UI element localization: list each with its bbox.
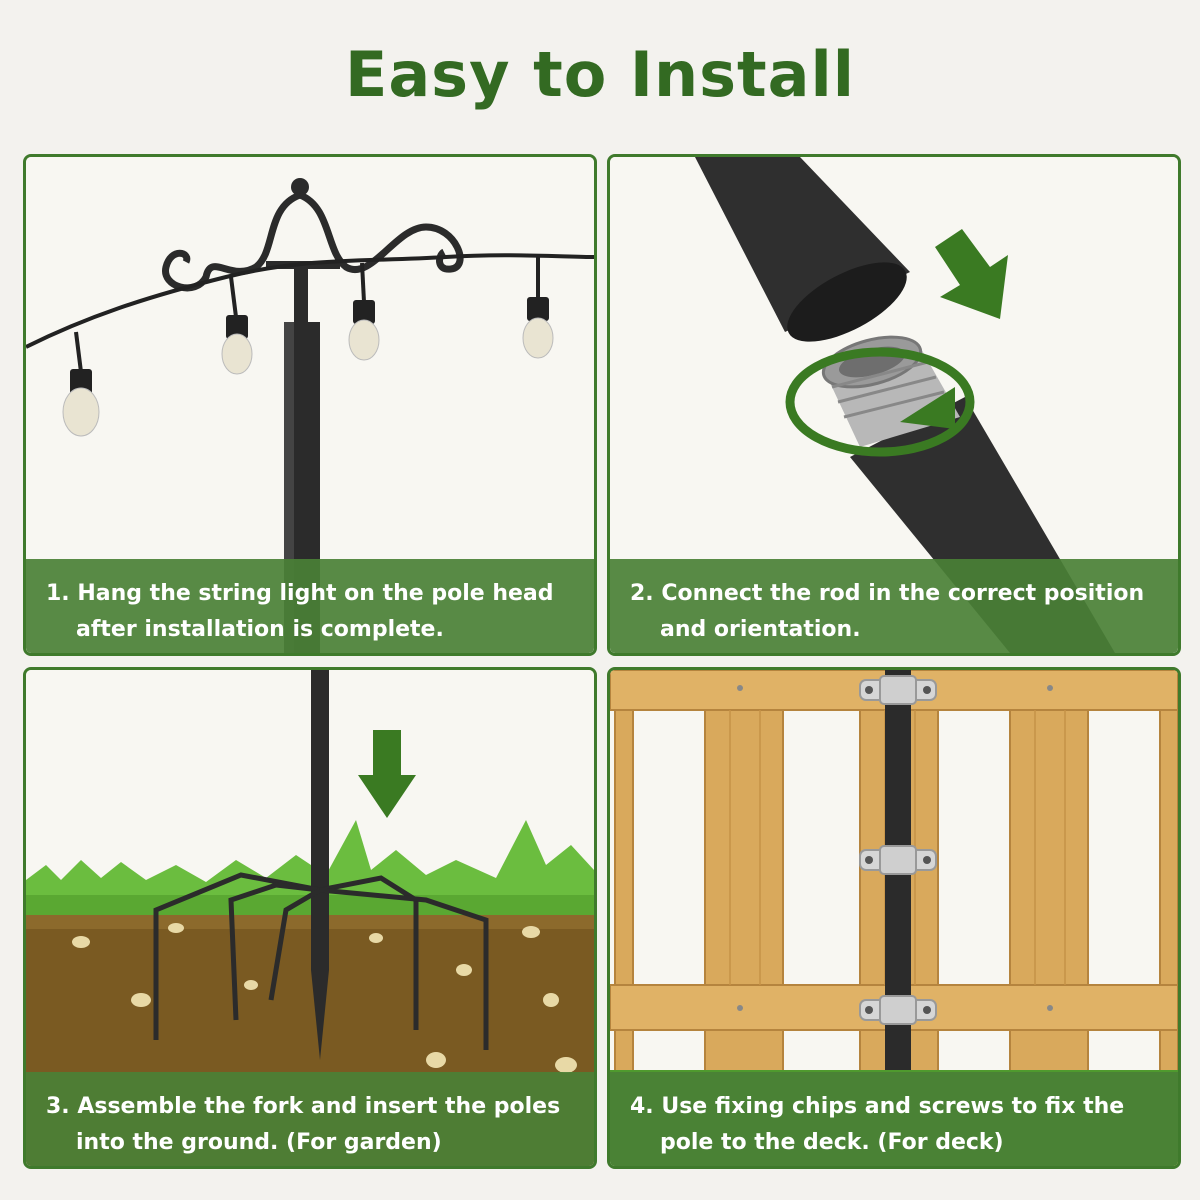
step-3-caption: 3. Assemble the fork and insert the pole… xyxy=(26,1072,594,1166)
step-number: 1. xyxy=(46,581,70,606)
light-bulb xyxy=(348,262,380,361)
step-2-panel: 2. Connect the rod in the correct positi… xyxy=(607,154,1181,656)
down-arrow-icon xyxy=(935,229,1008,319)
step-1-panel: 1. Hang the string light on the pole hea… xyxy=(23,154,597,656)
page-title: Easy to Install xyxy=(344,38,855,111)
light-bulb xyxy=(522,257,554,359)
step-text-line2: and orientation. xyxy=(660,617,861,642)
rotate-arrow-icon xyxy=(785,347,975,457)
step-2-caption: 2. Connect the rod in the correct positi… xyxy=(610,559,1178,653)
step-4-panel: 4. Use fixing chips and screws to fix th… xyxy=(607,667,1181,1169)
light-bulb xyxy=(221,276,253,375)
step-text-line1: Connect the rod in the correct position xyxy=(661,581,1145,606)
step-number: 4. xyxy=(630,1094,654,1119)
step-text-line1: Hang the string light on the pole head xyxy=(77,581,554,606)
fixing-clip xyxy=(859,675,937,705)
light-bulb xyxy=(62,331,100,437)
fixing-clip xyxy=(859,995,937,1025)
step-1-caption: 1. Hang the string light on the pole hea… xyxy=(26,559,594,653)
step-3-panel: 3. Assemble the fork and insert the pole… xyxy=(23,667,597,1169)
step-4-caption: 4. Use fixing chips and screws to fix th… xyxy=(610,1072,1178,1166)
step-text-line2: pole to the deck. (For deck) xyxy=(660,1130,1004,1155)
step-text-line2: after installation is complete. xyxy=(76,617,444,642)
step-number: 2. xyxy=(630,581,654,606)
down-arrow-icon xyxy=(358,730,416,818)
step-text-line1: Assemble the fork and insert the poles xyxy=(77,1094,561,1119)
fixing-clip xyxy=(859,845,937,875)
step-text-line1: Use fixing chips and screws to fix the xyxy=(661,1094,1125,1119)
step-text-line2: into the ground. (For garden) xyxy=(76,1130,442,1155)
step-number: 3. xyxy=(46,1094,70,1119)
